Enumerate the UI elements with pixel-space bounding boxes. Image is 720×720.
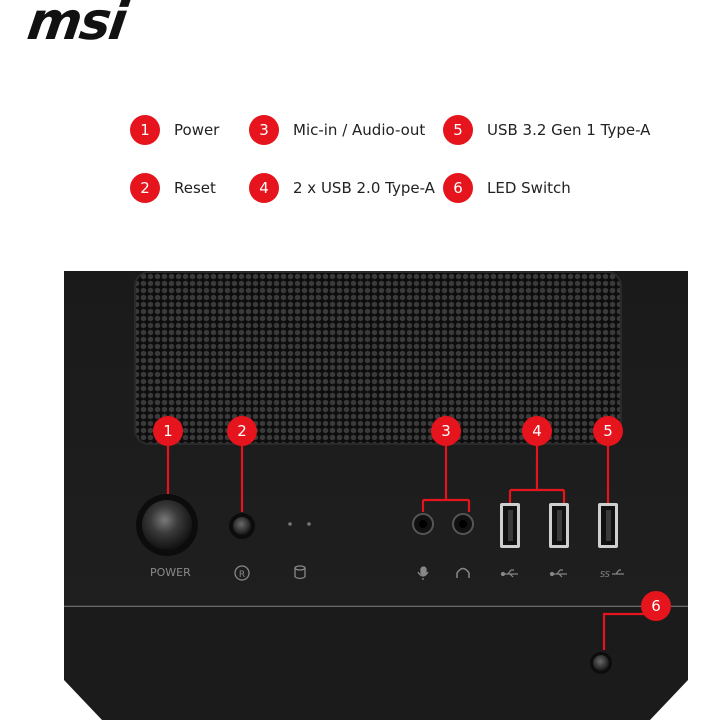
legend-badge: 5 — [443, 115, 473, 145]
legend-badge: 3 — [249, 115, 279, 145]
usb2-port-2-icon — [549, 503, 569, 548]
legend-badge: 6 — [443, 173, 473, 203]
legend-item-led-switch: 6 LED Switch — [443, 173, 571, 203]
legend-item-reset: 2 Reset — [130, 173, 216, 203]
power-button-icon — [142, 500, 192, 550]
headphone-jack-hole — [459, 520, 467, 528]
microphone-icon — [417, 566, 429, 580]
legend-badge: 1 — [130, 115, 160, 145]
reset-button-icon — [233, 517, 251, 535]
legend-badge: 2 — [130, 173, 160, 203]
legend-label: Power — [174, 121, 220, 139]
usb3-port-icon — [598, 503, 618, 548]
legend-item-audio: 3 Mic-in / Audio-out — [249, 115, 425, 145]
hdd-icon — [294, 565, 306, 580]
mesh-panel — [134, 271, 622, 445]
legend-label: Mic-in / Audio-out — [293, 121, 426, 139]
mic-jack-hole — [419, 520, 427, 528]
legend-label: USB 3.2 Gen 1 Type-A — [487, 121, 651, 139]
usb-ss-symbol-icon — [612, 569, 624, 575]
callout-badge-5: 5 — [593, 416, 623, 446]
headphone-icon — [456, 567, 470, 578]
callout-badge-1: 1 — [153, 416, 183, 446]
case-bottom-body — [64, 607, 688, 720]
legend-label: Reset — [174, 179, 216, 197]
usb2-port-1-icon — [500, 503, 520, 548]
legend-label: 2 x USB 2.0 Type-A — [293, 179, 435, 197]
callout-badge-4: 4 — [522, 416, 552, 446]
power-led-icon — [288, 522, 292, 526]
legend-badge: 4 — [249, 173, 279, 203]
power-label: POWER — [150, 566, 191, 579]
legend-item-usb3: 5 USB 3.2 Gen 1 Type-A — [443, 115, 650, 145]
usb-ss-icon: SS — [600, 570, 610, 579]
callout-lines — [166, 446, 655, 650]
legend-item-usb2: 4 2 x USB 2.0 Type-A — [249, 173, 435, 203]
usb-icon — [500, 569, 518, 578]
callout-badge-6: 6 — [641, 591, 671, 621]
legend-item-power: 1 Power — [130, 115, 219, 145]
usb-icon — [549, 569, 567, 578]
callout-badge-2: 2 — [227, 416, 257, 446]
callout-badge-3: 3 — [431, 416, 461, 446]
reset-icon-glyph: R — [239, 570, 245, 580]
led-switch-icon — [593, 655, 609, 671]
hdd-led-icon — [307, 522, 311, 526]
reset-icon — [234, 565, 250, 581]
legend-label: LED Switch — [487, 179, 571, 197]
